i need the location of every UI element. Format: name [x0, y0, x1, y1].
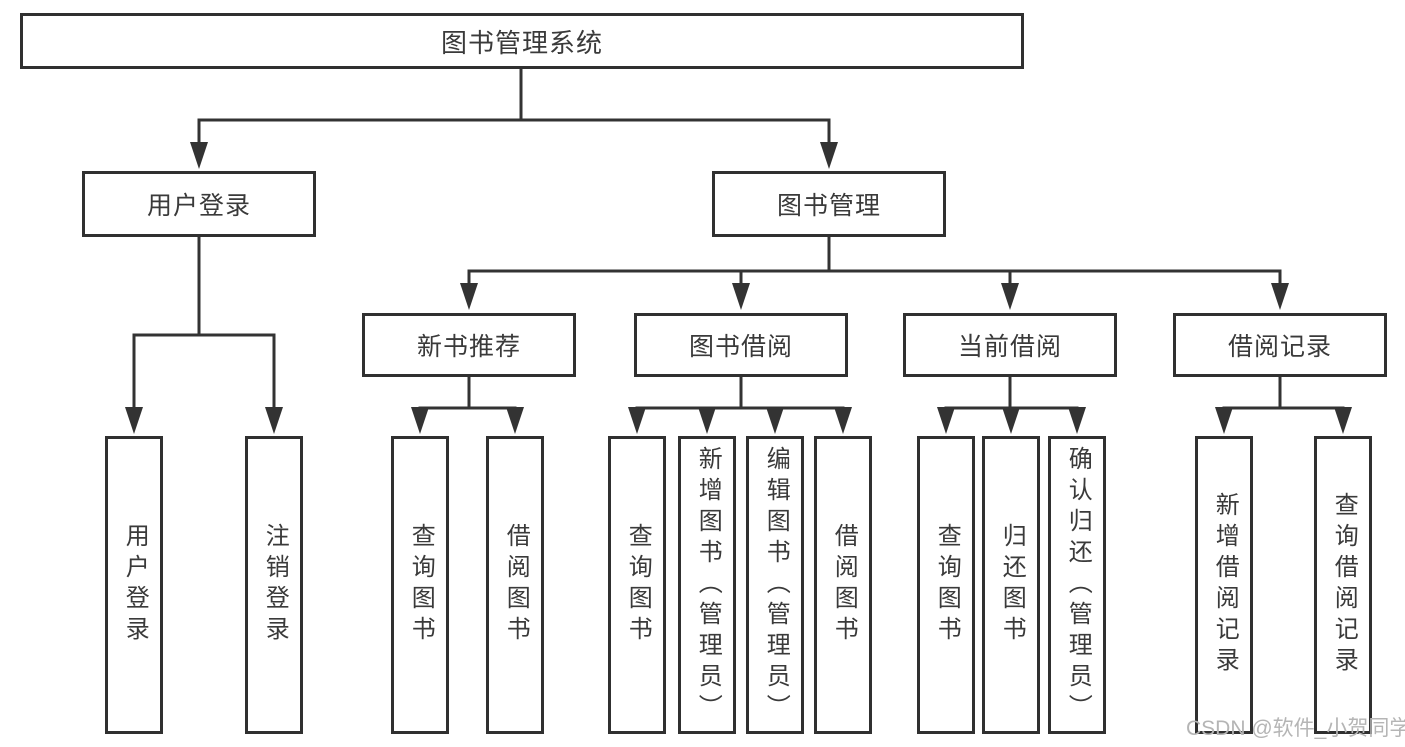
node-label: 图书借阅	[688, 333, 793, 361]
arrow-down-icon	[1001, 283, 1019, 310]
arrow-down-icon	[937, 407, 955, 434]
node-label: 图书管理系统	[440, 27, 603, 58]
node-label: 注销登录	[261, 523, 289, 647]
leaf-query-books: 查询图书	[391, 436, 449, 734]
node-book-borrowing: 图书借阅	[634, 313, 848, 377]
node-user-login: 用户登录	[82, 171, 316, 237]
arrow-down-icon	[1002, 407, 1020, 434]
node-borrowing-records: 借阅记录	[1173, 313, 1387, 377]
arrow-down-icon	[1215, 407, 1233, 434]
node-label: 确认归还（管理员）	[1064, 445, 1092, 725]
node-label: 编辑图书（管理员）	[762, 445, 790, 725]
arrow-down-icon	[1068, 407, 1086, 434]
leaf-query-books: 查询图书	[608, 436, 666, 734]
arrow-down-icon	[125, 407, 143, 434]
node-label: 查询借阅记录	[1330, 492, 1358, 678]
node-label: 用户登录	[121, 523, 149, 647]
node-label: 归还图书	[998, 523, 1026, 647]
csdn-watermark: CSDN @软件_小贺同学	[1186, 717, 1405, 740]
node-label: 查询图书	[624, 523, 652, 647]
node-label: 用户登录	[146, 192, 251, 220]
arrow-down-icon	[698, 407, 716, 434]
node-book-management: 图书管理	[712, 171, 946, 237]
leaf-logout: 注销登录	[245, 436, 303, 734]
node-label: 当前借阅	[957, 333, 1062, 361]
leaf-confirm-return-admin: 确认归还（管理员）	[1048, 436, 1106, 734]
leaf-add-borrow-record: 新增借阅记录	[1195, 436, 1253, 734]
arrow-down-icon	[628, 407, 646, 434]
arrow-down-icon	[834, 407, 852, 434]
node-library-management-system: 图书管理系统	[20, 13, 1024, 69]
arrow-down-icon	[265, 407, 283, 434]
leaf-borrow-books: 借阅图书	[486, 436, 544, 734]
node-new-book-recommend: 新书推荐	[362, 313, 576, 377]
arrow-down-icon	[1334, 407, 1352, 434]
node-label: 查询图书	[407, 523, 435, 647]
node-label: 查询图书	[933, 523, 961, 647]
leaf-edit-book-admin: 编辑图书（管理员）	[746, 436, 804, 734]
arrow-down-icon	[1271, 283, 1289, 310]
leaf-borrow-books: 借阅图书	[814, 436, 872, 734]
leaf-return-book: 归还图书	[982, 436, 1040, 734]
arrow-down-icon	[506, 407, 524, 434]
arrow-down-icon	[766, 407, 784, 434]
node-label: 新书推荐	[416, 333, 521, 361]
node-label: 新增借阅记录	[1211, 492, 1239, 678]
leaf-query-borrow-record: 查询借阅记录	[1314, 436, 1372, 734]
arrow-down-icon	[732, 283, 750, 310]
node-label: 新增图书（管理员）	[694, 445, 722, 725]
node-label: 借阅记录	[1227, 333, 1332, 361]
arrow-down-icon	[460, 283, 478, 310]
arrow-down-icon	[190, 142, 208, 169]
leaf-add-book-admin: 新增图书（管理员）	[678, 436, 736, 734]
arrow-down-icon	[411, 407, 429, 434]
arrow-down-icon	[820, 142, 838, 169]
node-label: 借阅图书	[830, 523, 858, 647]
leaf-user-login: 用户登录	[105, 436, 163, 734]
node-label: 借阅图书	[502, 523, 530, 647]
leaf-query-books: 查询图书	[917, 436, 975, 734]
node-label: 图书管理	[776, 192, 881, 220]
node-current-borrowing: 当前借阅	[903, 313, 1117, 377]
